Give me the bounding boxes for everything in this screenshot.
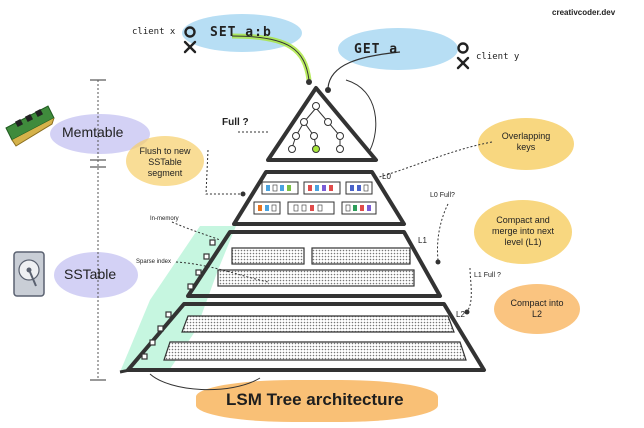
pyramid xyxy=(126,86,486,372)
sparse-index-l1 xyxy=(187,239,216,290)
l0-keys xyxy=(258,184,371,212)
flush-note: Flush to new SSTable segment xyxy=(139,146,191,178)
read-wire xyxy=(327,51,401,89)
highlight-yellow-overlap xyxy=(478,118,574,170)
sparse-index-l2 xyxy=(141,311,172,360)
sstable-label: SSTable xyxy=(64,266,117,282)
client-y-person-icon xyxy=(456,42,470,70)
highlight-blue-get xyxy=(338,28,458,70)
highlight-orange-compact-l2 xyxy=(494,284,580,334)
l1-segments xyxy=(217,247,415,287)
in-memory-glow xyxy=(120,226,236,372)
l1-full-label: L1 Full ? xyxy=(474,272,501,279)
l0-tier xyxy=(232,170,406,226)
hard-disk-icon xyxy=(13,251,45,297)
page-title: LSM Tree architecture xyxy=(226,390,404,409)
write-wire-line xyxy=(231,35,310,81)
memtable-tree xyxy=(288,102,344,153)
full-question: Full ? xyxy=(222,117,249,128)
l2-segments xyxy=(163,315,467,361)
compact-l1-note: Compact and merge into next level (L1) xyxy=(491,215,555,247)
brand-label: creativcoder.dev xyxy=(552,8,616,17)
highlight-purple-sstable xyxy=(54,252,138,298)
level-l1-label: L1 xyxy=(418,236,427,245)
ram-chip-icon xyxy=(5,105,55,147)
connectors xyxy=(171,131,493,311)
compact-l2-note: Compact into L2 xyxy=(510,298,564,319)
in-memory-label: In-memory xyxy=(150,216,179,222)
memtable-label: Memtable xyxy=(62,124,124,140)
read-command: GET a xyxy=(354,42,399,57)
write-dot xyxy=(306,79,312,85)
client-y-label: client y xyxy=(476,52,520,62)
client-x-person-icon xyxy=(183,26,197,54)
highlight-yellow-compact-l1 xyxy=(474,200,572,264)
write-wire xyxy=(231,33,312,81)
highlight-yellow-flush xyxy=(126,136,204,186)
overlapping-note: Overlapping keys xyxy=(501,131,551,152)
level-l0-label: L0 xyxy=(382,172,391,181)
write-command: SET a:b xyxy=(210,25,272,40)
memtable-tier xyxy=(266,86,378,162)
read-dot xyxy=(325,87,331,93)
l2-extra-left xyxy=(119,368,131,374)
l1-tier xyxy=(186,230,442,298)
highlight-blue-set xyxy=(182,14,302,52)
l0-full-label: L0 Full? xyxy=(430,192,455,199)
level-l2-label: L2 xyxy=(456,310,465,319)
client-x-label: client x xyxy=(132,27,176,37)
sparse-index-label: Sparse index xyxy=(136,259,172,265)
l2-tier xyxy=(126,302,486,372)
